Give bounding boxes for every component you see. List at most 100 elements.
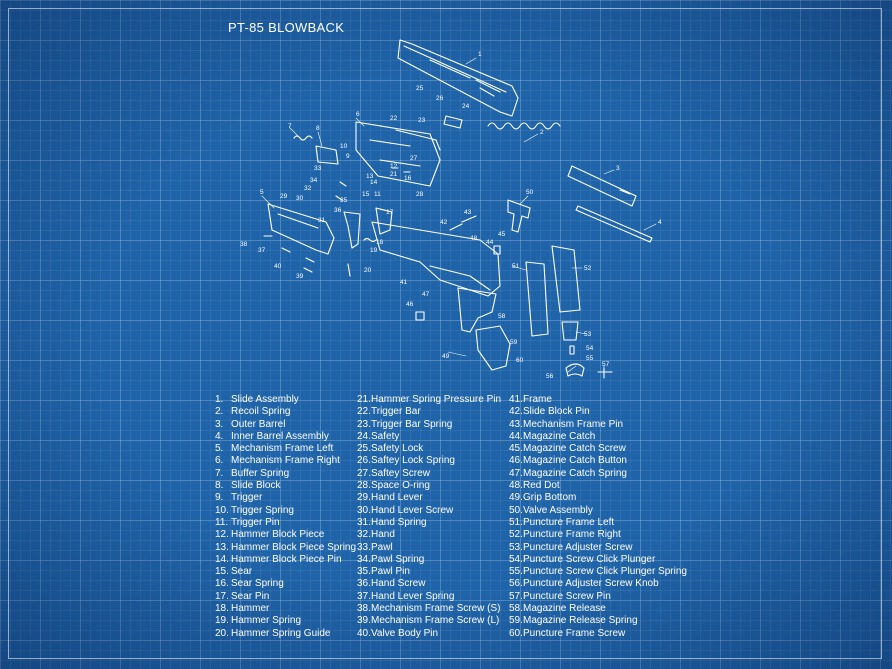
legend-item: 53.Puncture Adjuster Screw [509,542,687,554]
legend-item: 32.Hand [357,529,501,541]
callout-58: 58 [498,313,506,320]
legend-number: 14. [215,553,229,565]
legend-label: Mechanism Frame Pin [523,418,624,430]
legend-number: 48. [509,480,523,492]
legend-number: 9. [215,492,224,504]
callout-45: 45 [498,231,506,238]
mechanism-frame-right-part [355,121,441,187]
legend-label: Hammer Spring [231,615,302,627]
legend-label: Hammer Spring Pressure Pin [371,394,502,405]
legend-item: 6.Mechanism Frame Right [215,455,356,467]
legend-label: Outer Barrel [231,418,286,430]
parts-legend-column-2: 21.Hammer Spring Pressure Pin 22.Trigger… [357,394,501,640]
mechanism-frame-left-part [267,203,335,255]
callout-53: 53 [584,331,592,338]
legend-number: 40. [357,627,371,639]
callout-19: 19 [370,247,378,254]
legend-number: 56. [509,578,523,590]
callout-9: 9 [346,153,350,160]
callout-24: 24 [462,103,470,110]
legend-item: 47.Magazine Catch Spring [509,468,687,480]
callout-38: 38 [240,241,248,248]
legend-number: 52. [509,529,523,541]
callout-13: 13 [366,173,374,180]
callout-55: 55 [586,355,594,362]
legend-item: 1.Slide Assembly [215,394,356,406]
callout-18: 18 [376,239,384,246]
legend-item: 33.Pawl [357,542,501,554]
callout-23: 23 [418,117,426,124]
legend-item: 31.Hand Spring [357,517,501,529]
legend-item: 13.Hammer Block Piece Spring [215,542,356,554]
legend-item: 19.Hammer Spring [215,615,356,627]
legend-item: 26.Saftey Lock Spring [357,455,501,467]
legend-number: 3. [215,418,224,430]
legend-item: 58.Magazine Release [509,603,687,615]
valve-assembly-part [507,199,531,233]
buffer-spring-part [293,135,313,141]
callout-8: 8 [316,125,320,132]
legend-label: Puncture Adjuster Screw Knob [523,578,659,590]
callout-5: 5 [260,189,264,196]
callout-46: 46 [406,301,414,308]
legend-item: 5.Mechanism Frame Left [215,443,356,455]
callout-37: 37 [258,247,266,254]
trigger-part [343,211,361,249]
legend-item: 41.Frame [509,394,687,406]
safety-part [443,115,463,129]
legend-item: 52.Puncture Frame Right [509,529,687,541]
legend-label: Mechanism Frame Screw (L) [371,615,500,627]
legend-label: Space O-ring [371,480,430,492]
legend-item: 9.Trigger [215,492,356,504]
legend-number: 41. [509,394,523,405]
legend-item: 56.Puncture Adjuster Screw Knob [509,578,687,590]
legend-label: Hand Lever [371,492,423,504]
puncture-screw-pin-part [597,367,613,379]
parts-legend-column-1: 1.Slide Assembly 2.Recoil Spring 3.Outer… [215,394,356,640]
legend-number: 33. [357,541,371,553]
callout-27: 27 [410,155,418,162]
legend-item: 60.Puncture Frame Screw [509,628,687,640]
legend-number: 15. [215,566,229,578]
puncture-adjuster-screw-part [561,321,579,341]
legend-number: 50. [509,504,523,516]
callout-14: 14 [370,179,378,186]
legend-item: 4.Inner Barrel Assembly [215,431,356,443]
legend-label: Pawl [371,541,393,553]
callout-50: 50 [526,189,534,196]
callout-20: 20 [364,267,372,274]
legend-number: 18. [215,603,229,615]
legend-label: Valve Body Pin [371,627,439,639]
callout-31: 31 [318,217,326,224]
callout-39: 39 [296,273,304,280]
legend-item: 28.Space O-ring [357,480,501,492]
parts-legend-column-3: 41.Frame 42.Slide Block Pin 43.Mechanism… [509,394,687,640]
magazine-catch-part [493,245,501,255]
legend-number: 46. [509,455,523,467]
legend-number: 20. [215,627,229,639]
legend-item: 11.Trigger Pin [215,517,356,529]
legend-number: 30. [357,504,371,516]
legend-number: 39. [357,615,371,627]
legend-number: 27. [357,467,371,479]
legend-number: 5. [215,443,224,455]
legend-item: 59.Magazine Release Spring [509,615,687,627]
legend-item: 20.Hammer Spring Guide [215,628,356,640]
legend-label: Hand Lever Spring [371,590,455,602]
legend-number: 28. [357,480,371,492]
callout-36: 36 [334,207,342,214]
legend-item: 12.Hammer Block Piece [215,529,356,541]
legend-number: 13. [215,541,229,553]
legend-label: Saftey Screw [371,467,430,479]
legend-number: 38. [357,603,371,615]
legend-label: Sear Pin [231,590,270,602]
frame-part [371,221,501,297]
legend-number: 29. [357,492,371,504]
callout-52: 52 [584,265,592,272]
legend-label: Trigger Bar Spring [371,418,453,430]
leader-lines [261,57,657,373]
legend-item: 17.Sear Pin [215,591,356,603]
legend-label: Mechanism Frame Screw (S) [371,603,501,615]
callout-51: 51 [512,263,520,270]
callout-44: 44 [486,239,494,246]
